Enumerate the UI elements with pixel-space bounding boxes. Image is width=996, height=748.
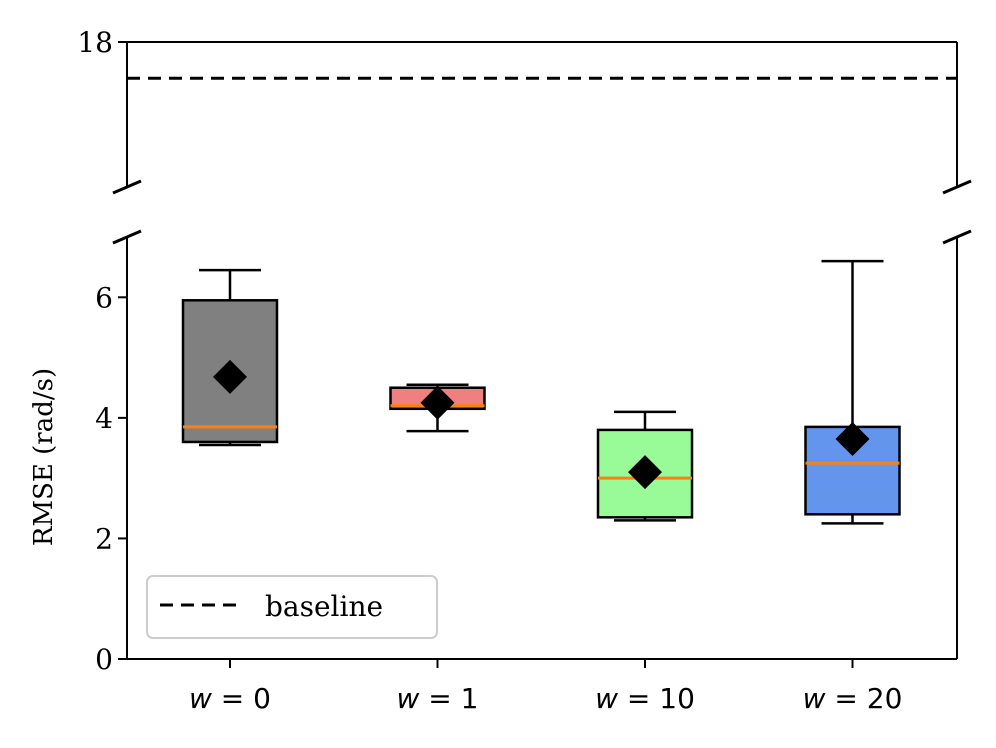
- mean-marker: [628, 455, 662, 490]
- axis-break-mark: [942, 179, 972, 195]
- y-tick-label: 6: [95, 281, 113, 314]
- box-2: [596, 410, 694, 522]
- upper-axes: 18: [77, 26, 972, 245]
- mean-marker: [835, 421, 870, 456]
- y-tick-label: 2: [95, 522, 113, 555]
- box-3: [804, 259, 901, 525]
- box-0: [181, 268, 279, 447]
- x-tick-label: w = 0: [189, 682, 271, 715]
- x-tick-label: w = 20: [803, 682, 903, 715]
- box-1: [389, 383, 486, 433]
- y-tick-label: 4: [95, 402, 113, 435]
- x-tick-label: w = 1: [397, 682, 479, 715]
- y-tick-label: 0: [95, 643, 113, 676]
- mean-marker: [213, 359, 247, 394]
- axis-break-mark: [112, 179, 142, 195]
- x-tick-label: w = 10: [595, 682, 695, 715]
- legend: baseline: [146, 575, 438, 639]
- mean-marker: [420, 385, 455, 420]
- boxes: [181, 259, 901, 525]
- legend-frame: [146, 575, 438, 639]
- lower-axes: 0 2 4 6 w = 0 w = 1 w = 10 w = 20: [95, 237, 958, 715]
- legend-baseline-label: baseline: [265, 590, 383, 623]
- y-axis-label: RMSE (rad/s): [29, 368, 59, 546]
- y-tick-label: 18: [77, 26, 113, 59]
